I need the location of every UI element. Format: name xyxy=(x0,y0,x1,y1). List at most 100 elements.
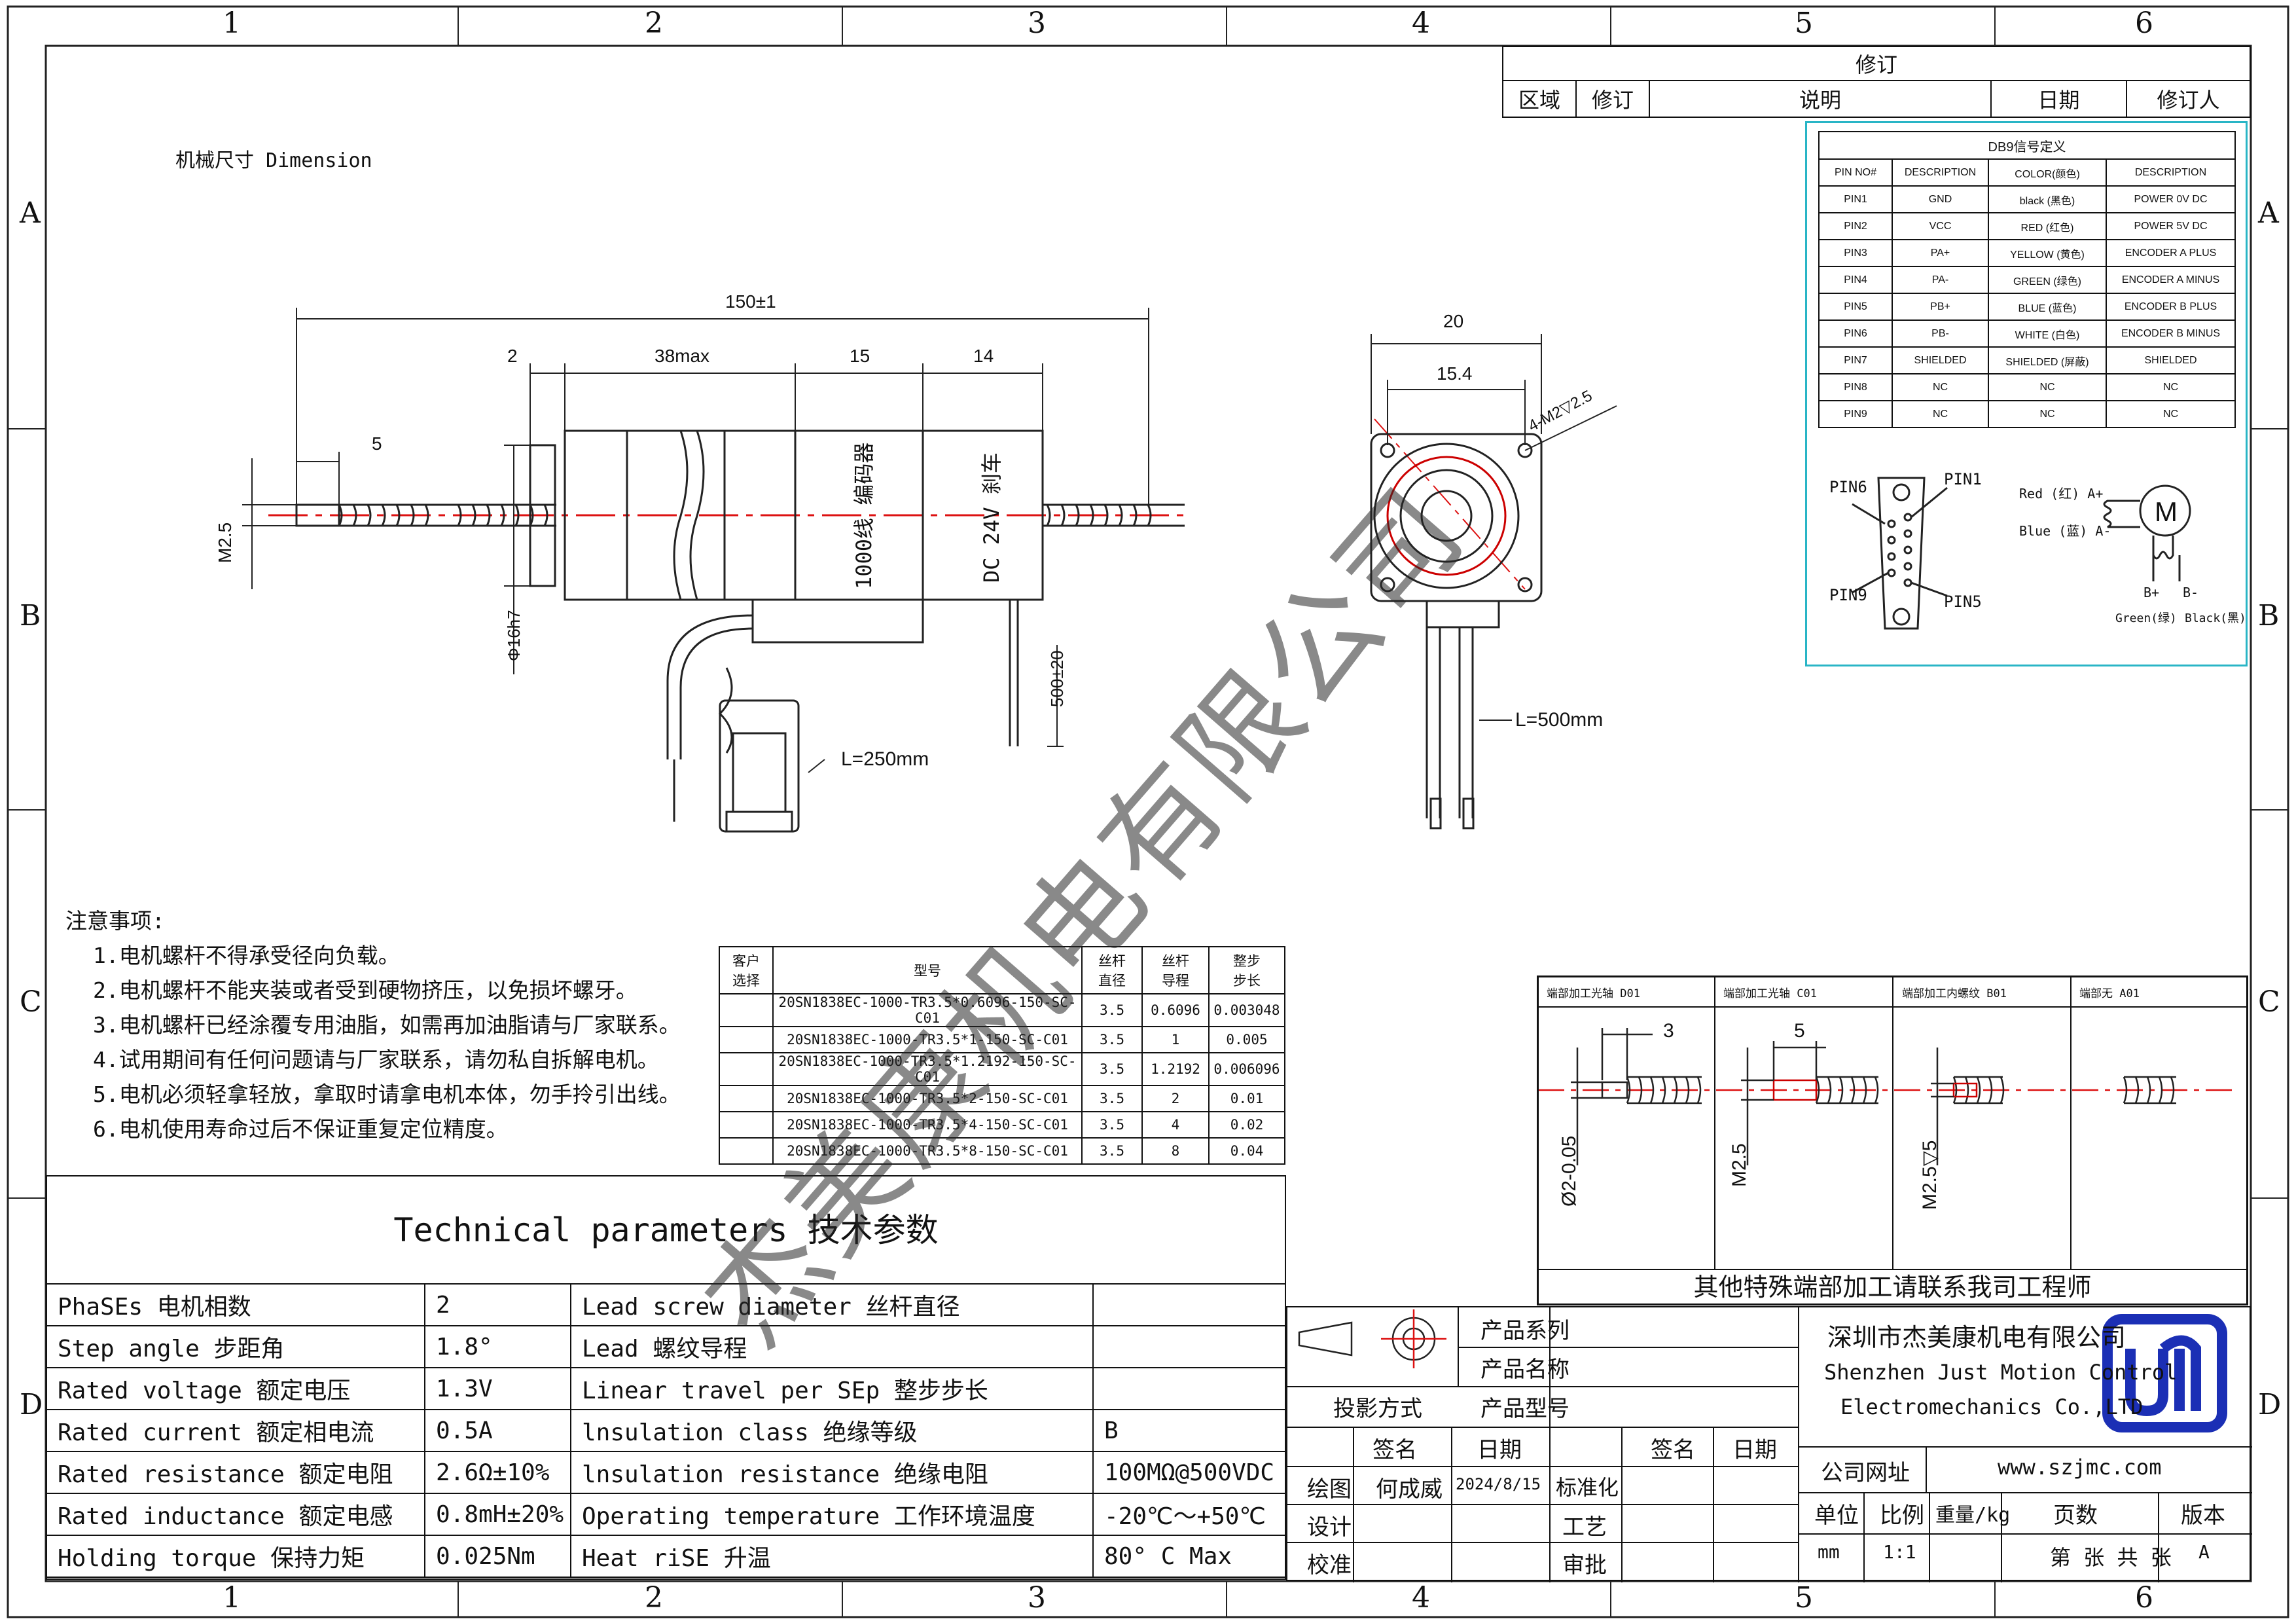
db9-cell: ENCODER B PLUS xyxy=(2106,293,2236,321)
db9-cell: ENCODER B MINUS xyxy=(2106,319,2236,348)
tech-param: Rated inductance 额定电感 xyxy=(46,1493,425,1536)
company-name-en-2: Electromechanics Co.,LTD xyxy=(1840,1395,2144,1419)
revision-header: 说明 xyxy=(1649,80,1992,118)
version-label: 版本 xyxy=(2181,1503,2225,1529)
dim-body: 38max xyxy=(655,346,710,366)
db9-header: DESCRIPTION xyxy=(2106,158,2236,187)
dim-brake: 14 xyxy=(973,346,994,366)
company-name-cn: 深圳市杰美康机电有限公司 xyxy=(1827,1323,2126,1352)
column-number: 6 xyxy=(2135,1581,2153,1614)
db9-cell: PIN7 xyxy=(1818,346,1893,374)
model-select[interactable] xyxy=(719,1026,774,1053)
motor-blue-label: Blue (蓝) A- xyxy=(2019,523,2111,539)
tech-param: Lead 螺纹导程 xyxy=(570,1325,1094,1368)
model-cell: 3.5 xyxy=(1081,993,1143,1027)
db9-cell: PIN9 xyxy=(1818,400,1893,428)
draw-label: 绘图 xyxy=(1307,1476,1352,1503)
pages-value: 第 张 共 张 xyxy=(2050,1545,2172,1570)
db9-cell: PA+ xyxy=(1892,239,1989,267)
model-header: 整步 步长 xyxy=(1208,946,1285,994)
db9-cell: GND xyxy=(1892,185,1989,213)
db9-cell: WHITE (白色) xyxy=(1988,319,2107,348)
db9-cell: SHIELDED xyxy=(1892,346,1989,374)
model-select[interactable] xyxy=(719,1111,774,1139)
model-cell: 3.5 xyxy=(1081,1137,1143,1165)
db9-table: DB9信号定义 PIN NO# DESCRIPTION COLOR(颜色) DE… xyxy=(1818,131,2236,428)
db9-cell: PIN3 xyxy=(1818,239,1893,267)
row-letter: D xyxy=(20,1388,43,1421)
tech-param: PhaSEs 电机相数 xyxy=(46,1283,425,1326)
company-name-en-1: Shenzhen Just Motion Control xyxy=(1824,1360,2178,1385)
note-item: 6.电机使用寿命过后不保证重复定位精度。 xyxy=(93,1116,508,1142)
dim-tip: 5 xyxy=(372,433,382,454)
motor-coil-diagram xyxy=(2103,484,2191,581)
db9-cell: PIN1 xyxy=(1818,185,1893,213)
model-select[interactable] xyxy=(719,993,774,1027)
db9-cell: PIN4 xyxy=(1818,266,1893,294)
sign-label: 签名 xyxy=(1372,1437,1417,1463)
end-header-b01: 端部加工内螺纹 B01 xyxy=(1902,987,2007,1000)
row-letter: C xyxy=(2258,985,2280,1019)
db9-header: DESCRIPTION xyxy=(1892,158,1989,187)
end-header-a01: 端部无 A01 xyxy=(2079,987,2140,1000)
website-label: 公司网址 xyxy=(1821,1460,1910,1486)
db9-cell: NC xyxy=(1988,400,2107,428)
tech-value: 0.5A xyxy=(424,1409,571,1452)
end-treatment-sketches xyxy=(1538,1028,2238,1165)
motor-red-label: Red (红) A+ xyxy=(2019,486,2104,501)
model-cell: 1.2192 xyxy=(1141,1052,1210,1086)
revision-table: 修订 区域 修订 说明 日期 修订人 xyxy=(1502,46,2251,118)
end-d01-dia: Ø2-0.05 xyxy=(1558,1135,1580,1207)
tech-value: -20℃～+50℃ xyxy=(1092,1493,1286,1536)
row-letter: A xyxy=(20,196,41,230)
dim-lead-len: 500±20 xyxy=(1047,650,1067,707)
model-cell: 0.6096 xyxy=(1141,993,1210,1027)
model-cell: 0.006096 xyxy=(1208,1052,1285,1086)
tech-param: Heat riSE 升温 xyxy=(570,1535,1094,1578)
model-cell: 0.02 xyxy=(1208,1111,1285,1139)
motor-black-label: Black(黑) xyxy=(2185,611,2246,625)
end-b01-dia: M2.5▽5 xyxy=(1919,1140,1941,1210)
dim-side-pcd: 15.4 xyxy=(1437,363,1473,384)
model-cell: 0.005 xyxy=(1208,1026,1285,1053)
outer-border xyxy=(7,5,2289,1618)
model-select[interactable] xyxy=(719,1052,774,1086)
tech-value xyxy=(1092,1283,1286,1326)
model-header: 客户 选择 xyxy=(719,946,774,994)
scale-label: 比例 xyxy=(1880,1503,1924,1529)
dim-overall: 150±1 xyxy=(725,291,776,312)
tech-param: Rated voltage 额定电压 xyxy=(46,1367,425,1410)
model-cell: 3.5 xyxy=(1081,1026,1143,1053)
tech-param: Step angle 步距角 xyxy=(46,1325,425,1368)
unit-value: mm xyxy=(1818,1541,1840,1563)
column-number: 5 xyxy=(1795,1581,1813,1614)
tech-param: Rated resistance 额定电阻 xyxy=(46,1451,425,1494)
design-label: 设计 xyxy=(1307,1514,1352,1541)
db9-cell: PIN8 xyxy=(1818,373,1893,401)
motor-end-view xyxy=(1370,334,1617,830)
column-number: 2 xyxy=(645,1581,663,1614)
motor-green-label: Green(绿) xyxy=(2115,611,2177,625)
tech-param: Rated current 额定相电流 xyxy=(46,1409,425,1452)
model-cell: 0.003048 xyxy=(1208,993,1285,1027)
db9-cell: PIN2 xyxy=(1818,212,1893,240)
db9-cell: GREEN (绿色) xyxy=(1988,266,2107,294)
model-select[interactable] xyxy=(719,1085,774,1112)
dim-encoder: 15 xyxy=(850,346,870,366)
dim-thread: M2.5 xyxy=(215,522,235,563)
sign2-label: 签名 xyxy=(1651,1437,1695,1463)
end-header-c01: 端部加工光轴 C01 xyxy=(1723,987,1817,1000)
db9-cell: RED (红色) xyxy=(1988,212,2107,240)
pages-label: 页数 xyxy=(2053,1503,2098,1529)
column-number: 4 xyxy=(1412,1581,1430,1614)
model-cell: 20SN1838EC-1000-TR3.5*1-150-SC-C01 xyxy=(772,1026,1083,1053)
db9-cell: BLUE (蓝色) xyxy=(1988,293,2107,321)
row-letter: C xyxy=(20,985,42,1019)
tech-param: Holding torque 保持力矩 xyxy=(46,1535,425,1578)
column-number: 4 xyxy=(1412,7,1430,40)
revision-header: 区域 xyxy=(1502,80,1577,118)
db9-pin5-label: PIN5 xyxy=(1944,593,1982,611)
column-number: 1 xyxy=(223,1581,241,1614)
model-select[interactable] xyxy=(719,1137,774,1165)
